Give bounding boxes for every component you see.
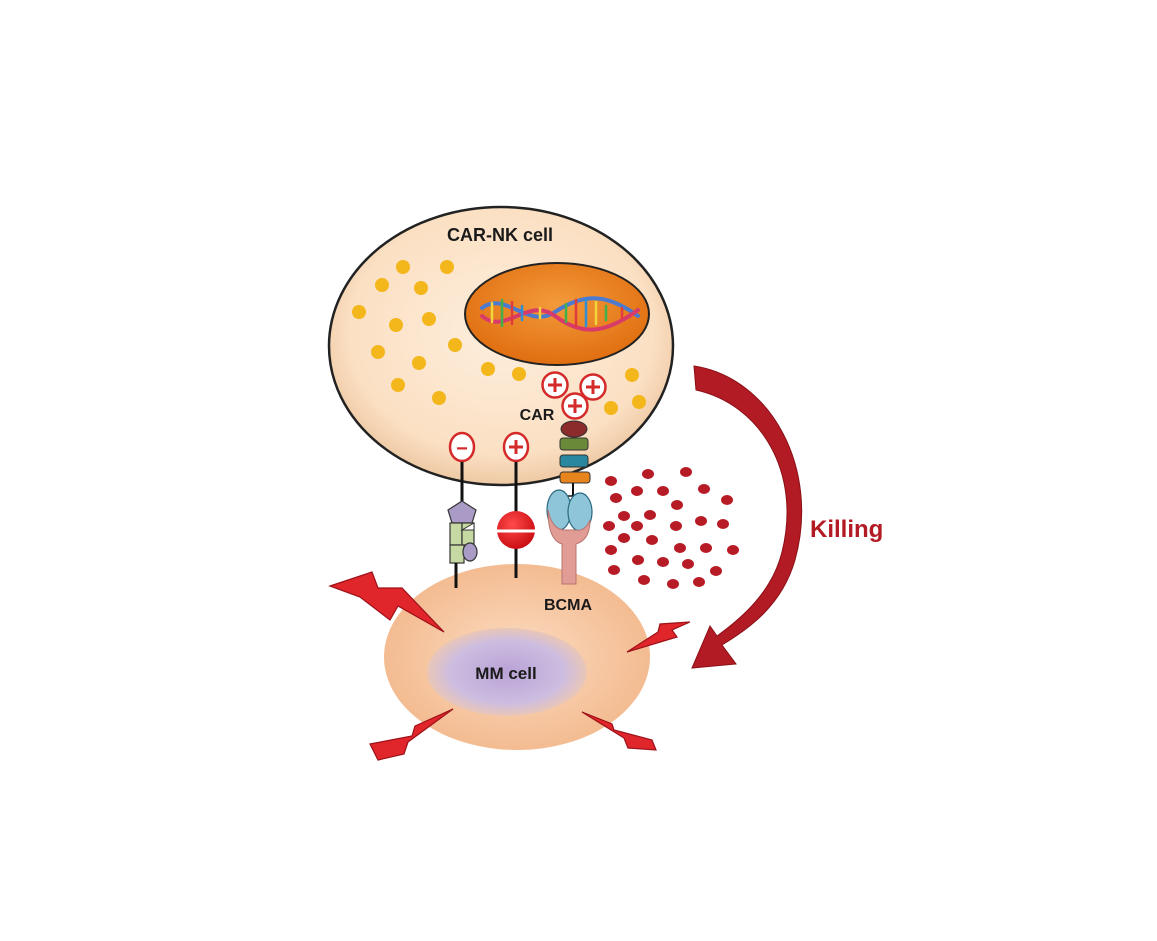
plus-sign-icon (502, 431, 530, 463)
mm-cell: MM cell (384, 564, 650, 750)
plus-sign-icon (561, 392, 589, 420)
plus-sign-icon (579, 373, 607, 401)
killing-label: Killing (810, 516, 883, 543)
car-receptor (546, 420, 593, 532)
dna-icon (480, 296, 640, 332)
perforin-granzyme-dots (603, 467, 739, 589)
lightning-icon (328, 571, 445, 633)
minus-sign-glyph: − (456, 438, 468, 460)
lightning-icon (581, 711, 657, 751)
nk-nucleus (464, 262, 650, 366)
curved-arrow-icon (691, 365, 803, 669)
plus-sign-icon (541, 371, 569, 399)
cytotoxic-granules (352, 260, 646, 415)
lightning-icon (626, 621, 691, 653)
nk-cell-label: CAR-NK cell (447, 225, 553, 245)
inhibitory-receptor (447, 462, 478, 588)
lightning-icon (369, 708, 454, 761)
activating-receptor (497, 462, 535, 578)
bcma-label: BCMA (544, 597, 592, 614)
car-label: CAR (520, 407, 555, 424)
mm-cell-label: MM cell (475, 664, 536, 683)
mm-cell-nucleus (427, 628, 587, 716)
bcma-antigen (547, 509, 591, 585)
car-nk-cell: CAR-NK cell (327, 205, 675, 487)
minus-sign-icon: − (448, 431, 476, 463)
